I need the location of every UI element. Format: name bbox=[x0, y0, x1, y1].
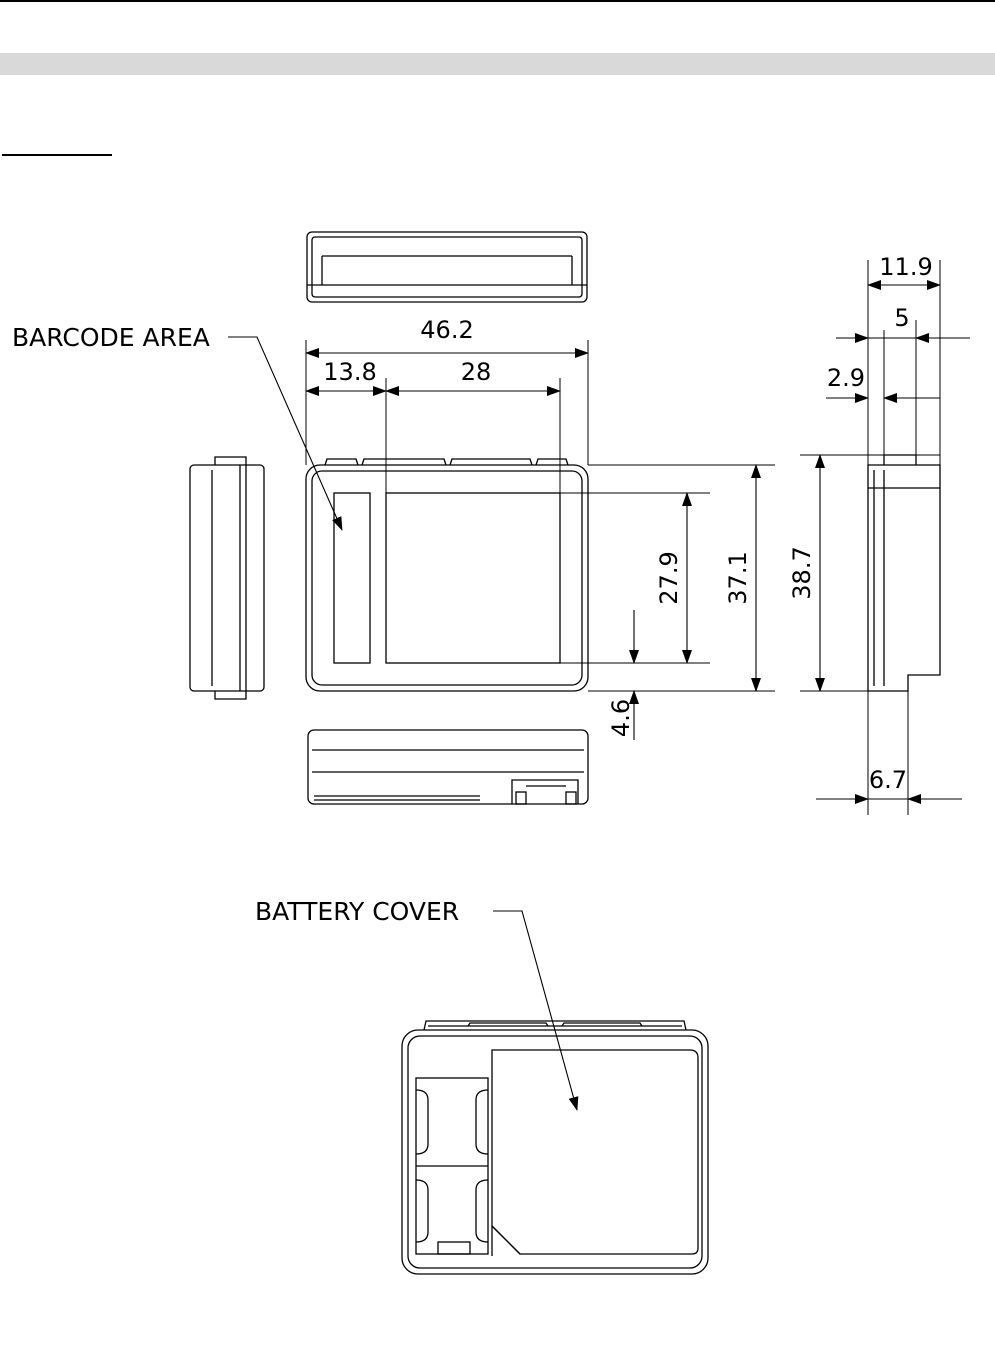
dim-offset-bottom: 4.6 bbox=[607, 699, 635, 737]
front-view bbox=[306, 459, 588, 691]
dim-depth-small: 2.9 bbox=[827, 364, 865, 392]
leader-lines bbox=[228, 337, 577, 1110]
dim-height-inner: 27.9 bbox=[655, 551, 683, 604]
dim-depth-step: 5 bbox=[894, 304, 909, 332]
dim-width-overall: 46.2 bbox=[420, 316, 473, 344]
back-view bbox=[402, 1021, 708, 1274]
dim-depth-bottom: 6.7 bbox=[869, 766, 907, 794]
left-side-view bbox=[190, 457, 264, 699]
dim-height-side: 38.7 bbox=[788, 546, 816, 599]
dim-height-body: 37.1 bbox=[724, 551, 752, 604]
dim-offset-left: 13.8 bbox=[323, 358, 376, 386]
barcode-area-label: BARCODE AREA bbox=[12, 323, 210, 352]
dim-width-inner: 28 bbox=[461, 358, 492, 386]
dimension-lines bbox=[306, 285, 970, 799]
dim-depth-overall: 11.9 bbox=[879, 253, 932, 281]
right-side-view bbox=[868, 455, 940, 691]
battery-cover bbox=[492, 1050, 698, 1254]
top-view bbox=[307, 232, 587, 302]
bottom-view bbox=[308, 730, 588, 804]
battery-cover-label: BATTERY COVER bbox=[255, 897, 459, 926]
